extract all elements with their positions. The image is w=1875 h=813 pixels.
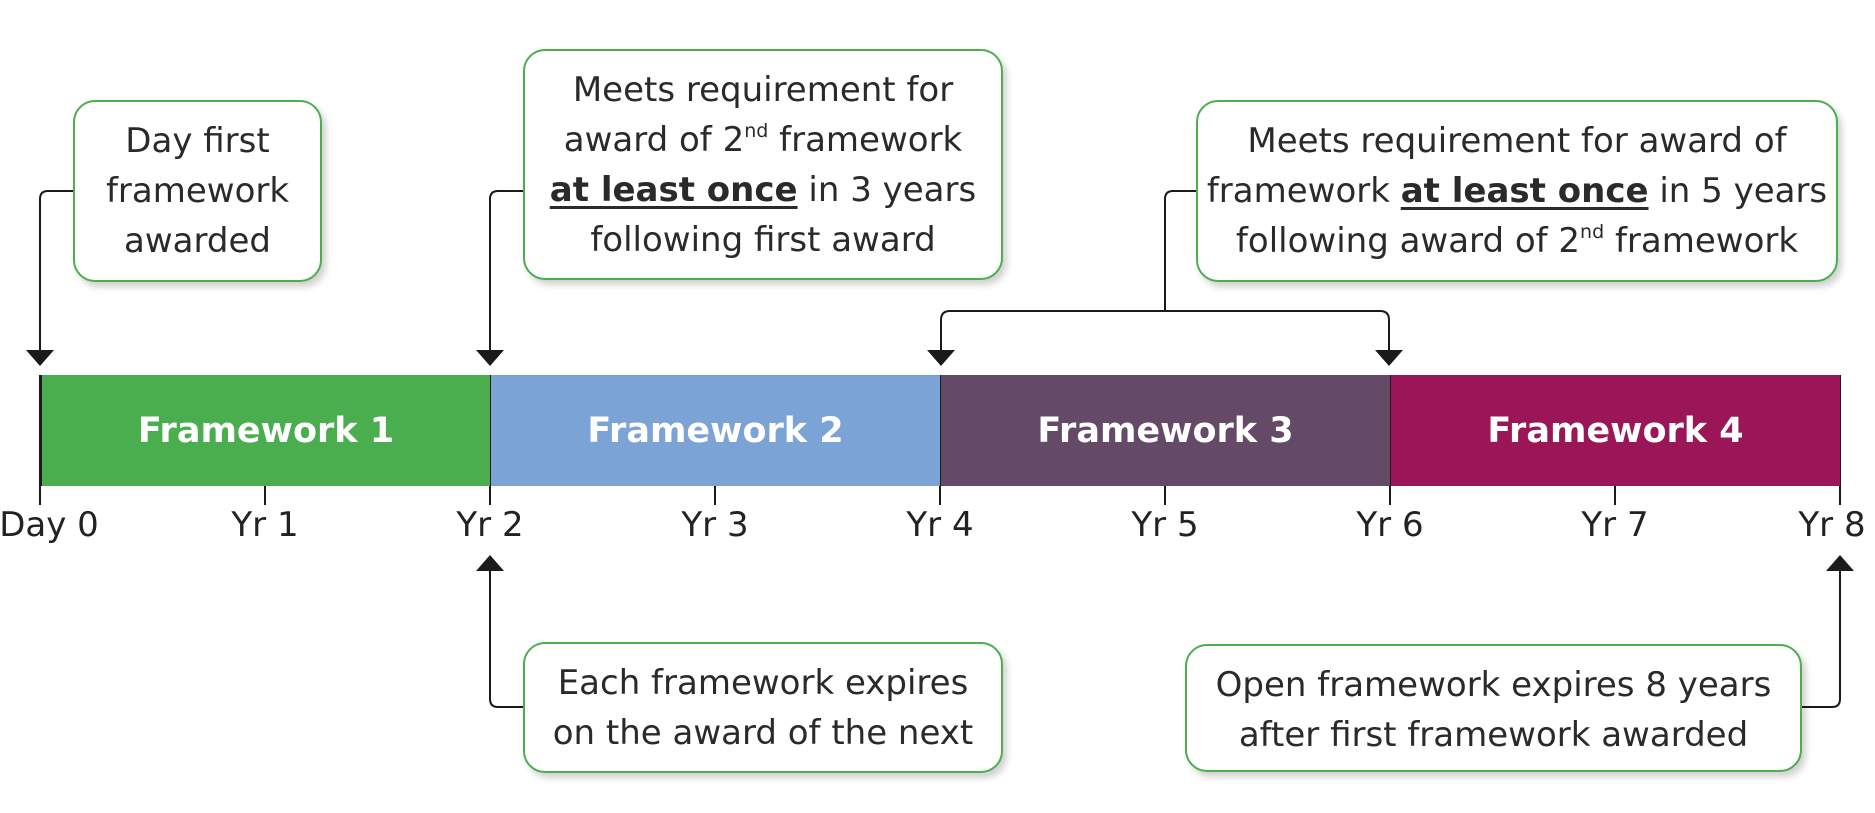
tick-label: Yr 3 — [681, 505, 749, 545]
callout-line: after first framework awarded — [1238, 715, 1749, 755]
arrowhead-day0 — [26, 350, 54, 366]
callout-open-framework-expires: Open framework expires 8 years after fir… — [1185, 644, 1802, 772]
tick-label: Yr 7 — [1581, 505, 1649, 545]
connector-second-award — [489, 190, 523, 350]
callout-line: framework — [105, 171, 290, 211]
arrowhead-yr4 — [927, 350, 955, 366]
arrowhead-yr2-bottom — [476, 555, 504, 571]
tick-label: Yr 6 — [1356, 505, 1424, 545]
callout-line: Meets requirement for — [572, 70, 954, 110]
emphasis-at-least-once: at least once — [549, 170, 798, 210]
callout-line: Day first — [125, 121, 270, 161]
callout-line: framework at least once in 5 years — [1206, 171, 1828, 211]
connector-day-first — [39, 190, 73, 350]
callout-line: Open framework expires 8 years — [1215, 665, 1772, 705]
ordinal-suffix: nd — [744, 119, 769, 142]
arrowhead-yr8 — [1826, 555, 1854, 571]
tick-label: Day 0 — [0, 505, 99, 545]
framework-segment-1: Framework 1 — [40, 375, 490, 486]
tick-label: Yr 8 — [1798, 505, 1866, 545]
framework-segment-3: Framework 3 — [940, 375, 1390, 486]
callout-second-framework-requirement: Meets requirement for award of 2nd frame… — [523, 49, 1003, 280]
connector-expiry-each — [489, 570, 523, 708]
callout-line: Meets requirement for award of — [1247, 121, 1787, 161]
callout-line: award of 2nd framework — [563, 119, 963, 160]
callout-each-framework-expires: Each framework expires on the award of t… — [523, 642, 1003, 773]
callout-line: following first award — [590, 220, 936, 260]
callout-line: on the award of the next — [552, 713, 974, 753]
tick-label: Yr 4 — [906, 505, 974, 545]
framework-segment-4: Framework 4 — [1390, 375, 1840, 486]
callout-line: awarded — [124, 221, 271, 261]
connector-later-award — [1164, 190, 1196, 311]
callout-line: following award of 2nd framework — [1235, 220, 1799, 261]
callout-day-first-awarded: Day first framework awarded — [73, 100, 322, 282]
connector-expiry-open — [1802, 570, 1841, 708]
arrowhead-yr6 — [1375, 350, 1403, 366]
tick-label: Yr 2 — [456, 505, 524, 545]
ordinal-suffix: nd — [1580, 220, 1605, 243]
tick-label: Yr 5 — [1131, 505, 1199, 545]
tick-label: Yr 1 — [231, 505, 299, 545]
callout-line: at least once in 3 years — [549, 170, 977, 210]
arrowhead-yr2-top — [476, 350, 504, 366]
callout-later-framework-requirement: Meets requirement for award of framework… — [1196, 100, 1838, 282]
emphasis-at-least-once: at least once — [1400, 171, 1649, 211]
bracket-yr4-yr6 — [940, 310, 1390, 350]
callout-line: Each framework expires — [557, 663, 969, 703]
framework-segment-2: Framework 2 — [490, 375, 940, 486]
